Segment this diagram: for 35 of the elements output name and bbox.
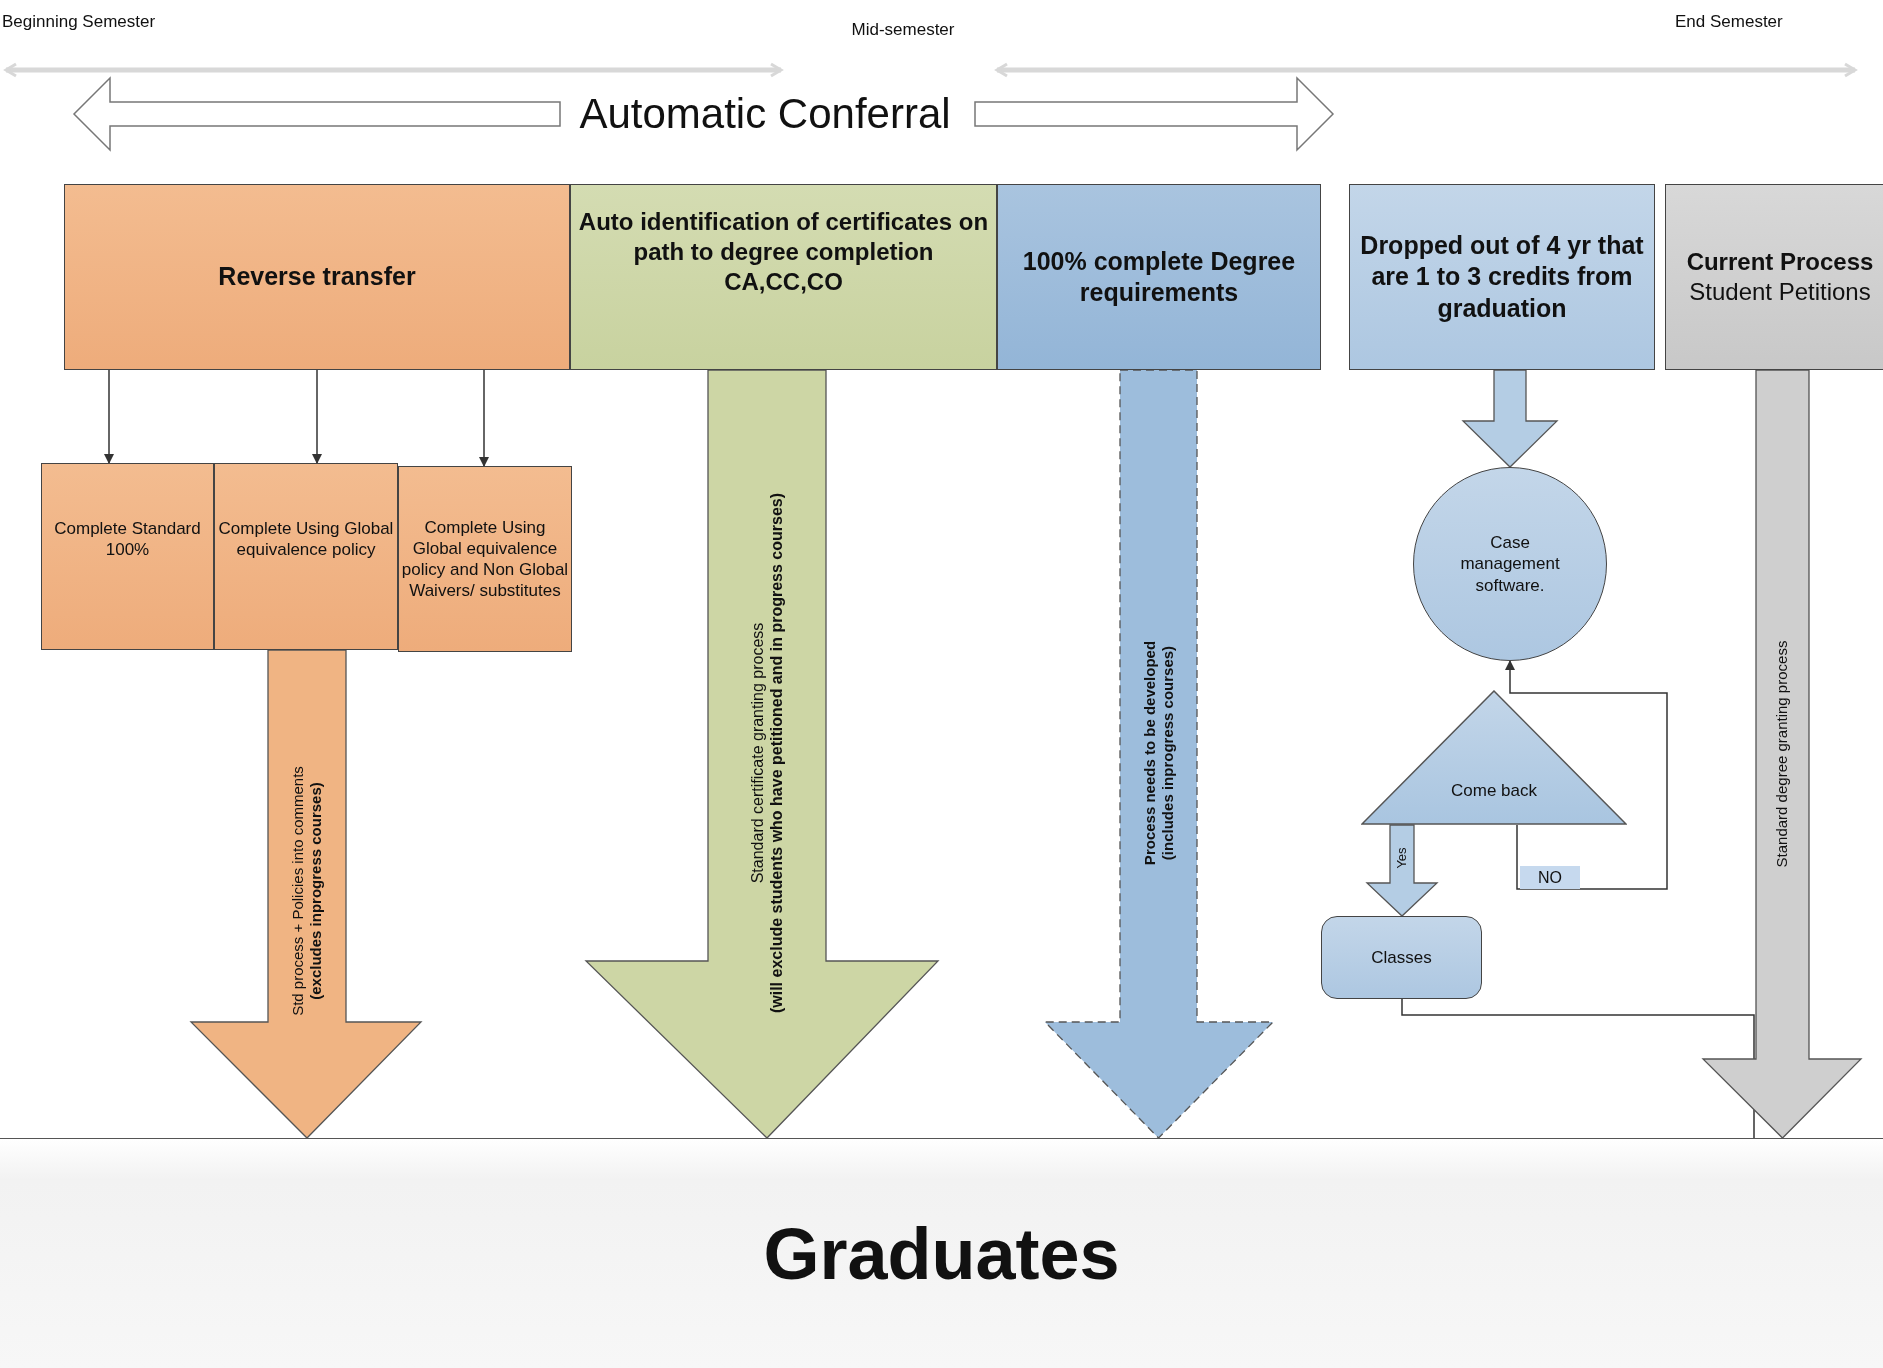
process-box: Auto identification of certificates on path to degree completion CA,CC,CO	[570, 184, 997, 370]
decision-triangle: Come back	[1361, 690, 1627, 825]
heading-text: Current Process	[1686, 247, 1874, 277]
edge-label: Process needs to be developed (includes inprogress courses)	[1141, 639, 1177, 868]
process-box: Reverse transfer	[64, 184, 570, 370]
block-arrow	[189, 649, 423, 1139]
connector-line	[1401, 998, 1755, 1139]
process-box: Dropped out of 4 yr that are 1 to 3 credits from graduation	[1349, 184, 1655, 370]
arrow	[479, 369, 489, 467]
process-box: Complete Standard 100%	[41, 463, 214, 650]
process-box: 100% complete Degree requirements	[997, 184, 1321, 370]
timeline-label: Beginning Semester	[2, 12, 156, 32]
edge-label: Standard certificate granting process (will exclude students who have petitioned and in progress courses)	[747, 491, 786, 1016]
process-circle: Case management software.	[1413, 467, 1607, 661]
timeline-label: Mid-semester	[851, 20, 955, 40]
rounded-box: Classes	[1321, 916, 1482, 999]
block-arrow	[1043, 369, 1275, 1139]
process-box: Complete Using Global equivalence policy	[214, 463, 398, 650]
edge-label: Yes	[1394, 846, 1410, 871]
edge-label: Standard degree granting process	[1773, 639, 1791, 870]
block-arrow	[1365, 824, 1439, 917]
block-arrow	[584, 369, 940, 1139]
timeline-label: End Semester	[1675, 12, 1783, 32]
edge-label: NO	[1520, 866, 1580, 889]
edge-label: Std process + Policies into comments (excludes inprogress courses)	[289, 765, 325, 1018]
process-box: Complete Using Global equivalence policy and Non Global Waivers/ substitutes	[398, 466, 572, 652]
block-arrow	[1461, 369, 1559, 468]
arrow	[104, 369, 114, 464]
heading: Automatic Conferral	[579, 90, 951, 138]
outcome-band: Graduates	[0, 1138, 1883, 1368]
arrow	[1505, 660, 1668, 890]
process-box	[1665, 184, 1883, 370]
block-arrow	[1701, 369, 1863, 1139]
body-text: Student Petitions	[1689, 277, 1871, 307]
arrow	[312, 369, 322, 464]
